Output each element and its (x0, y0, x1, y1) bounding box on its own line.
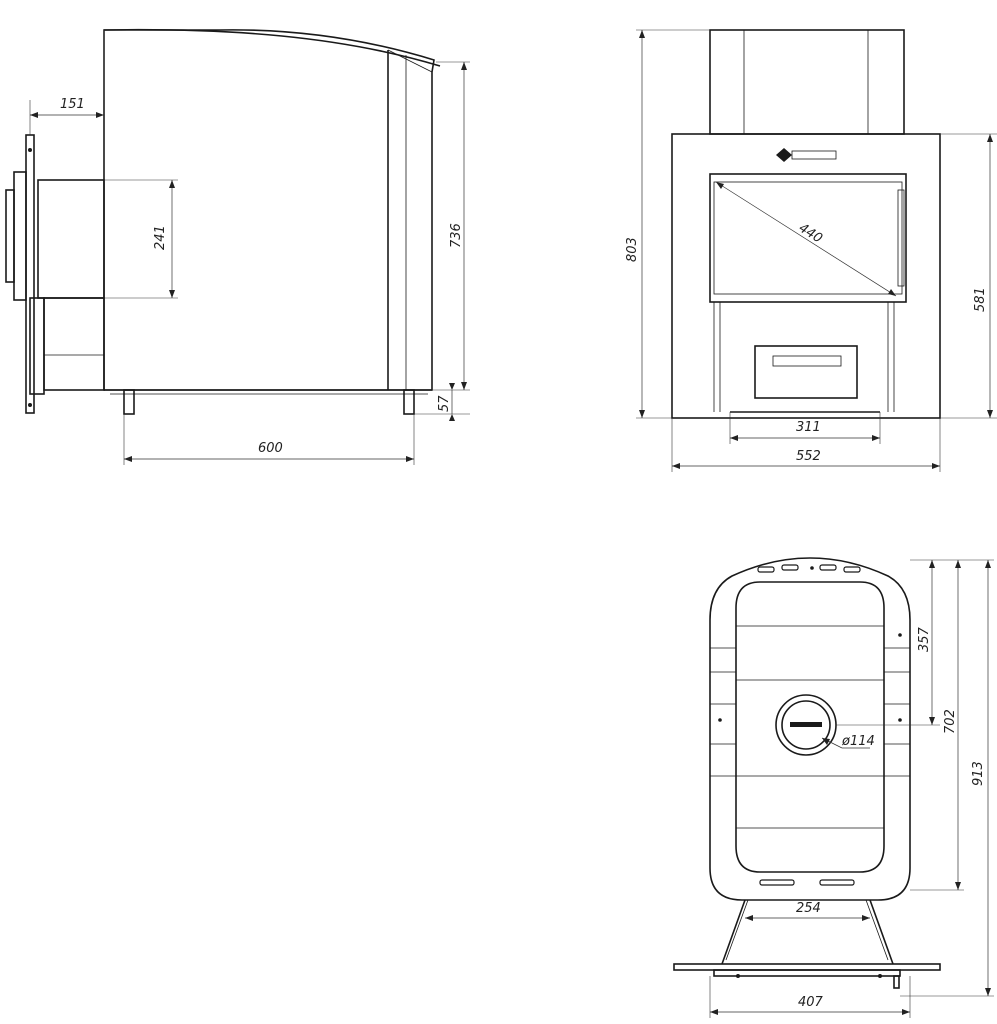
front-ash-pan (754, 345, 858, 399)
front-glass-pane (713, 181, 903, 295)
side-bolt-bottom (28, 403, 32, 407)
front-glass-door (709, 173, 907, 303)
side-front-leg (403, 389, 415, 415)
brand-logo-icon (776, 148, 792, 162)
top-tunnel (721, 899, 894, 965)
dim-357: 357 (917, 626, 932, 652)
dim-407: 407 (798, 995, 824, 1010)
dim-552: 552 (796, 449, 821, 464)
front-view: 440 803 581 311 552 (625, 29, 997, 472)
side-ash-door (29, 297, 45, 395)
front-ash-pan-handle (772, 355, 842, 367)
dim-254: 254 (796, 901, 821, 916)
side-firing-tunnel (37, 179, 105, 299)
dim-151: 151 (60, 97, 85, 112)
front-chimney (709, 29, 905, 135)
dim-736: 736 (449, 223, 464, 248)
top-view: 254 ø114 357 702 913 407 (673, 557, 994, 1018)
side-door-handle (5, 189, 15, 283)
front-door-handle (897, 189, 905, 287)
dim-440: 440 (796, 221, 825, 247)
top-door-plate (713, 969, 901, 977)
top-flue-damper (790, 722, 822, 727)
side-front-top-bevel (387, 49, 433, 73)
dim-803: 803 (625, 237, 640, 262)
side-roof-curve (103, 28, 441, 67)
dim-114: ø114 (841, 734, 875, 749)
top-flue-inner (781, 700, 831, 750)
side-door-frame (13, 171, 27, 301)
side-rear-leg (123, 389, 135, 415)
side-ash-tunnel (43, 297, 105, 391)
top-inner-outline (735, 581, 885, 873)
dim-311: 311 (796, 420, 821, 435)
side-bolt-top (28, 148, 32, 152)
side-body-outline (103, 29, 435, 391)
dim-913: 913 (971, 761, 986, 786)
dim-600: 600 (258, 441, 283, 456)
side-view: 151 241 736 57 600 (5, 28, 470, 465)
top-platform (673, 963, 941, 971)
front-body (671, 133, 941, 419)
dim-57: 57 (437, 395, 452, 412)
top-outer-outline (709, 557, 911, 901)
dim-702: 702 (943, 709, 958, 734)
dim-241: 241 (153, 225, 168, 250)
brand-logo-plate (791, 150, 837, 160)
dim-581: 581 (973, 287, 988, 312)
